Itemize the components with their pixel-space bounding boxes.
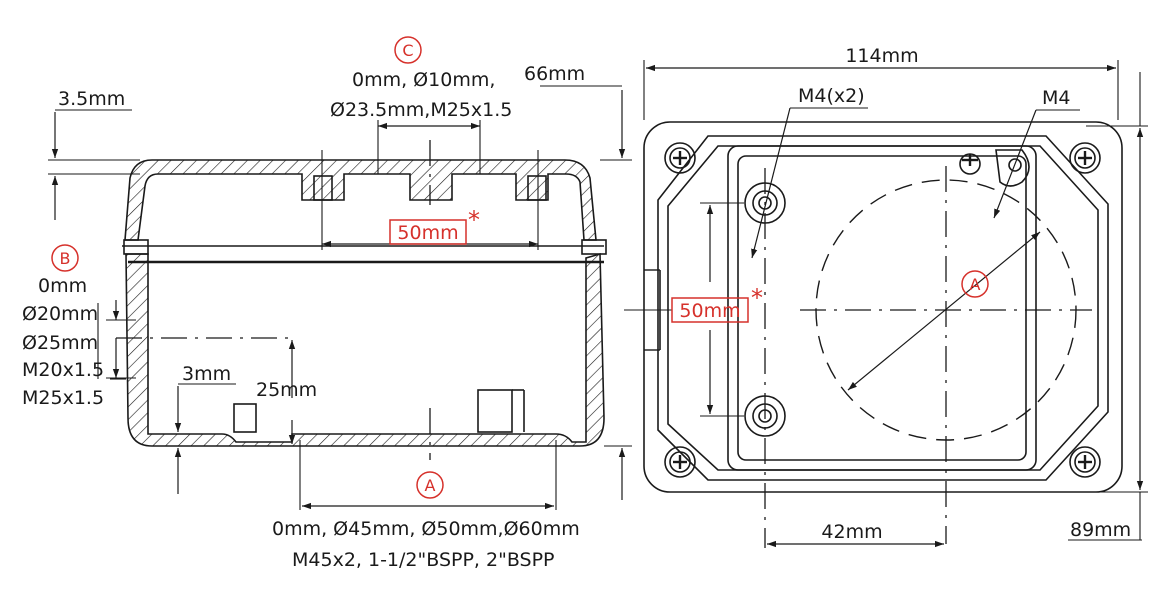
bottom-port-line2: M45x2, 1-1/2"BSPP, 2"BSPP [292, 549, 555, 571]
side-b-size-4: M20x1.5 [22, 359, 104, 381]
side-section-view: C 0mm, Ø10mm, Ø23.5mm,M25x1.5 66mm 3.5mm… [22, 36, 632, 571]
dim-50-top-box [671, 297, 749, 323]
m4x2-leader [751, 107, 791, 259]
lid-flange [657, 135, 1109, 481]
callout-b: B [60, 249, 71, 268]
callout-a-side: A [425, 476, 436, 495]
m4-leader [993, 109, 1037, 219]
side-b-size-1: 0mm [38, 275, 87, 297]
top-view: A 114mm 89mm 50mm * 42mm M4(x2) [624, 45, 1148, 548]
top-port-sizes-line1: 0mm, Ø10mm, [352, 69, 495, 91]
dim-50-side-asterisk: * [468, 206, 480, 234]
callout-a-side-ring [416, 471, 444, 499]
plus-screw-icon [664, 142, 696, 174]
ground-screw-icon [959, 149, 1030, 187]
base-boss-right [477, 389, 513, 433]
lid-boss-right [527, 175, 547, 201]
lid-boss-left [313, 175, 333, 201]
dim-114-label: 114mm [845, 45, 918, 67]
plus-screw-icon [664, 446, 696, 478]
callout-a-top: A [970, 275, 981, 294]
dim-42-label: 42mm [821, 521, 882, 543]
corner-screws [664, 142, 1101, 478]
plus-screw-icon [1069, 446, 1101, 478]
side-b-size-3: Ø25mm [22, 332, 98, 354]
m4x2-label: M4(x2) [798, 85, 865, 107]
m4-label: M4 [1042, 87, 1070, 109]
dim-port-diameter [847, 231, 1041, 391]
dim-50-side-label: 50mm [397, 222, 458, 244]
base-boss-left [233, 403, 257, 433]
outer-body [643, 121, 1123, 493]
base-section [125, 252, 605, 447]
dim-3-5-label: 3.5mm [58, 88, 125, 110]
dim-89-label: 89mm [1070, 519, 1131, 541]
plus-screw-icon [1069, 142, 1101, 174]
callout-a-top-ring [961, 270, 989, 298]
side-b-size-5: M25x1.5 [22, 387, 104, 409]
dim-50-top-asterisk: * [751, 284, 763, 312]
top-port-sizes-line2: Ø23.5mm,M25x1.5 [330, 99, 512, 121]
left-flange [123, 239, 149, 255]
dim-25-label: 25mm [256, 379, 317, 401]
lid-section [124, 159, 597, 241]
callout-c: C [402, 41, 413, 60]
callout-c-ring [394, 36, 422, 64]
dim-50-side-box [389, 219, 467, 245]
right-flange [581, 239, 607, 255]
dim-50-top-label: 50mm [679, 300, 740, 322]
side-b-size-2: Ø20mm [22, 303, 98, 325]
dim-66-label: 66mm [524, 63, 585, 85]
bottom-port-line1: 0mm, Ø45mm, Ø50mm,Ø60mm [272, 518, 580, 540]
callout-b-ring [51, 244, 79, 272]
dim-3-label: 3mm [182, 363, 231, 385]
